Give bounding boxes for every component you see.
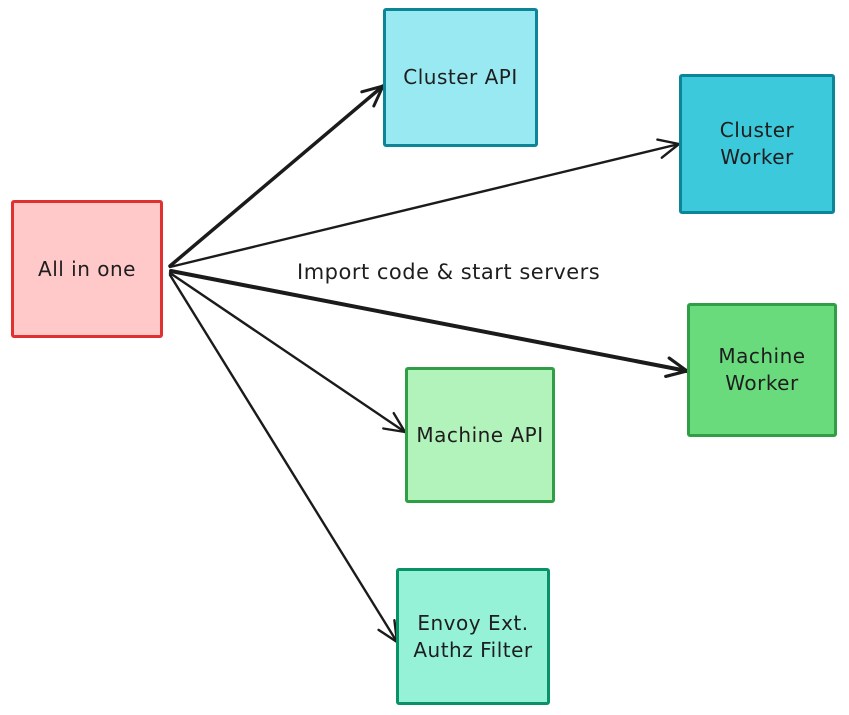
arrow-all-in-one-to-envoy-authz xyxy=(168,273,399,644)
arrow-all-in-one-to-machine-api xyxy=(168,271,407,434)
arrow-all-in-one-to-machine-worker xyxy=(169,269,689,378)
node-machine-api: Machine API xyxy=(405,367,555,503)
node-machine-worker: Machine Worker xyxy=(687,303,837,437)
edge-label-import-code: Import code & start servers xyxy=(297,260,601,284)
arrow-all-in-one-to-cluster-api xyxy=(168,84,385,268)
node-cluster-worker-label: Cluster Worker xyxy=(719,118,795,169)
node-cluster-api: Cluster API xyxy=(383,8,538,147)
node-envoy-authz: Envoy Ext. Authz Filter xyxy=(396,568,550,705)
node-machine-api-label: Machine API xyxy=(416,422,544,447)
node-all-in-one-label: All in one xyxy=(38,256,136,281)
node-cluster-api-label: Cluster API xyxy=(403,65,518,89)
arrow-all-in-one-to-cluster-worker xyxy=(168,138,681,269)
node-cluster-worker: Cluster Worker xyxy=(679,74,835,214)
node-machine-worker-label: Machine Worker xyxy=(718,344,806,395)
node-envoy-authz-label: Envoy Ext. Authz Filter xyxy=(413,610,533,662)
node-all-in-one: All in one xyxy=(11,200,163,338)
